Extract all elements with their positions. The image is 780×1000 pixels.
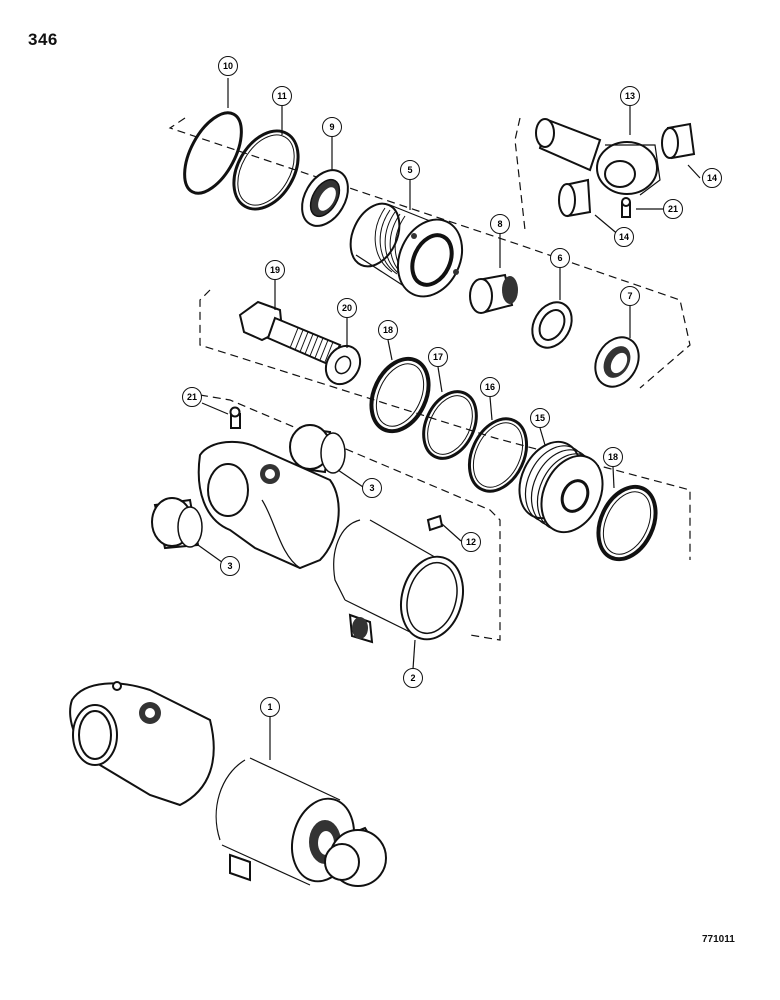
part-14-bushing-upper <box>661 122 696 160</box>
callout-13: 13 <box>620 86 640 106</box>
part-7-seal <box>594 336 640 388</box>
part-10-snap-ring <box>183 111 243 195</box>
part-5-gland-head <box>349 202 464 298</box>
callout-10-label: 10 <box>222 61 233 71</box>
part-2-barrel <box>333 519 464 644</box>
part-19-bolt <box>238 300 342 367</box>
callout-14-lower-label: 14 <box>618 232 629 242</box>
part-1-cylinder-assembly <box>69 681 387 887</box>
callout-20: 20 <box>337 298 357 318</box>
callout-16-label: 16 <box>484 382 495 392</box>
callout-3-lower: 3 <box>220 556 240 576</box>
callout-11: 11 <box>272 86 292 106</box>
callout-7: 7 <box>620 286 640 306</box>
group-outlines <box>168 117 691 641</box>
callout-8-label: 8 <box>497 219 503 229</box>
callout-21-lower-label: 21 <box>186 392 197 402</box>
callout-12: 12 <box>461 532 481 552</box>
callout-7-label: 7 <box>627 291 633 301</box>
callout-16: 16 <box>480 377 500 397</box>
callout-15-label: 15 <box>534 413 545 423</box>
callout-9: 9 <box>322 117 342 137</box>
part-12-set-screw <box>426 514 444 532</box>
callout-1-label: 1 <box>267 702 273 712</box>
callout-18-lower-label: 18 <box>607 452 618 462</box>
part-9-wiper-seal <box>301 169 349 227</box>
callout-21-upper: 21 <box>663 199 683 219</box>
callout-19: 19 <box>265 260 285 280</box>
part-6-seal <box>531 301 573 349</box>
callout-21-lower: 21 <box>182 387 202 407</box>
callout-3-upper: 3 <box>362 478 382 498</box>
figure-code: 771011 <box>702 934 735 945</box>
callout-5: 5 <box>400 160 420 180</box>
callout-8: 8 <box>490 214 510 234</box>
page-number: 346 <box>28 30 58 49</box>
part-18-wear-ring-lower <box>596 484 658 562</box>
callout-18-lower: 18 <box>603 447 623 467</box>
part-3-bushing-lower <box>151 497 203 550</box>
part-17-ring <box>422 390 478 460</box>
callout-18-upper: 18 <box>378 320 398 340</box>
part-18-wear-ring-upper <box>369 356 431 434</box>
callout-10: 10 <box>218 56 238 76</box>
callout-13-label: 13 <box>624 91 635 101</box>
part-11-ring <box>232 129 300 211</box>
callout-14-upper-label: 14 <box>706 173 717 183</box>
callout-6-label: 6 <box>557 253 563 263</box>
callout-2: 2 <box>403 668 423 688</box>
callout-11-label: 11 <box>277 91 287 101</box>
part-21-grease-fitting-upper <box>621 197 631 218</box>
part-15-piston <box>518 440 604 534</box>
callout-21-upper-label: 21 <box>667 204 678 214</box>
callout-6: 6 <box>550 248 570 268</box>
cylinder-base-eye-upper <box>197 440 340 570</box>
part-21-grease-fitting-lower <box>229 406 241 429</box>
leader-lines <box>197 78 701 760</box>
callout-1: 1 <box>260 697 280 717</box>
callout-19-label: 19 <box>269 265 280 275</box>
callout-17: 17 <box>428 347 448 367</box>
callout-12-label: 12 <box>465 537 476 547</box>
callout-15: 15 <box>530 408 550 428</box>
callout-14-upper: 14 <box>702 168 722 188</box>
callout-18-upper-label: 18 <box>382 325 393 335</box>
callout-17-label: 17 <box>432 352 443 362</box>
callout-2-label: 2 <box>410 673 416 683</box>
part-3-bushing-upper <box>289 424 346 474</box>
part-8-bushing <box>469 273 518 314</box>
callout-3-lower-label: 3 <box>227 561 233 571</box>
callout-3-upper-label: 3 <box>369 483 375 493</box>
callout-5-label: 5 <box>407 165 413 175</box>
part-14-bushing-lower <box>558 178 592 218</box>
callout-9-label: 9 <box>329 122 335 132</box>
part-13-rod-eye <box>535 118 661 196</box>
callout-14-lower: 14 <box>614 227 634 247</box>
part-20-washer <box>324 344 362 386</box>
part-16-ring <box>467 417 529 493</box>
callout-20-label: 20 <box>341 303 352 313</box>
